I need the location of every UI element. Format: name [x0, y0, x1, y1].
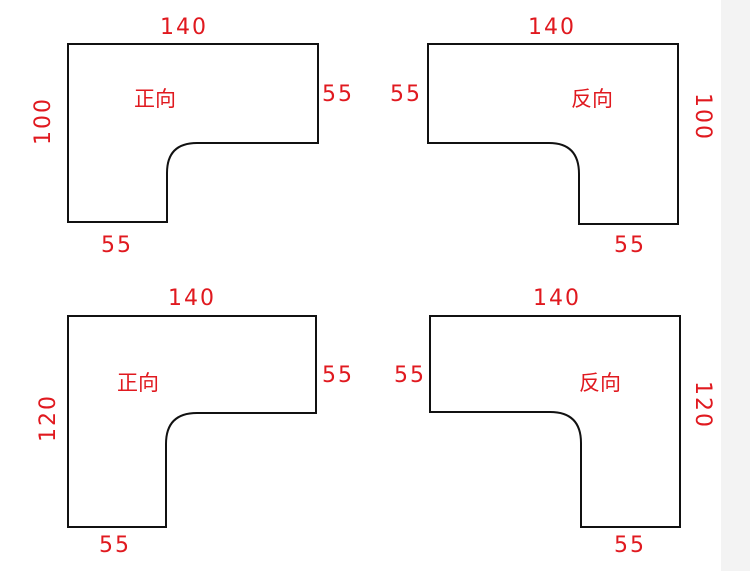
- l-desk-outline: [67, 315, 317, 528]
- height-label: 120: [690, 381, 715, 429]
- panel-forward-120: 140 55 120 55 正向: [36, 286, 354, 558]
- bottom-depth-label: 55: [614, 233, 646, 258]
- bottom-depth-label: 55: [101, 233, 133, 258]
- height-label: 120: [36, 394, 61, 442]
- panel-forward-100: 140 55 100 55 正向: [31, 15, 354, 258]
- width-label: 140: [160, 15, 208, 40]
- width-label: 140: [168, 286, 216, 311]
- right-edge-strip: [721, 0, 750, 571]
- direction-label: 反向: [571, 87, 613, 111]
- height-label: 100: [31, 97, 56, 145]
- height-label: 100: [690, 93, 715, 141]
- l-desk-outline: [67, 43, 319, 223]
- side-depth-label: 55: [322, 82, 354, 107]
- width-label: 140: [528, 15, 576, 40]
- bottom-depth-label: 55: [614, 533, 646, 558]
- side-depth-label: 55: [390, 82, 422, 107]
- l-desk-outline: [427, 43, 679, 225]
- direction-label: 正向: [117, 371, 159, 395]
- direction-label: 反向: [579, 371, 621, 395]
- panel-reverse-100: 140 55 100 55 反向: [390, 15, 715, 258]
- panel-reverse-120: 140 55 120 55 反向: [394, 286, 715, 558]
- width-label: 140: [533, 286, 581, 311]
- bottom-depth-label: 55: [99, 533, 131, 558]
- l-desk-outline: [429, 315, 681, 528]
- side-depth-label: 55: [322, 363, 354, 388]
- direction-label: 正向: [134, 87, 176, 111]
- side-depth-label: 55: [394, 363, 426, 388]
